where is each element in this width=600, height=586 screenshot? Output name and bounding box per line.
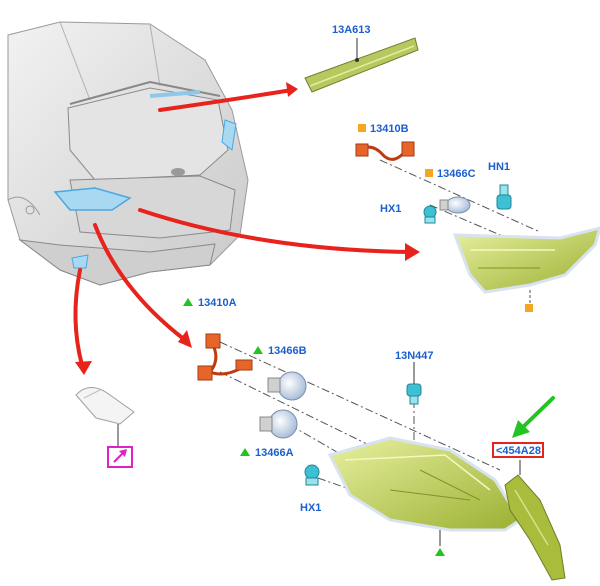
green-arrow-icon: [512, 396, 555, 438]
label-inner-socket-right: HN1: [488, 161, 510, 173]
orange-square-icon: [358, 124, 366, 132]
label-outer-socket-bottom: HX1: [300, 502, 321, 514]
socket-13n447[interactable]: [406, 383, 422, 405]
outer-lamp-group: [197, 333, 566, 581]
arrowhead-inner-lamp: [405, 243, 420, 261]
label-trim-panel: <454A28: [496, 445, 541, 457]
green-triangle-icon: [240, 448, 250, 456]
bulb-13466c[interactable]: [439, 196, 471, 214]
socket-hx1-inner[interactable]: [423, 205, 437, 224]
green-triangle-icon: [253, 346, 263, 354]
harness-13410a[interactable]: [197, 333, 253, 381]
green-triangle-icon: [183, 298, 193, 306]
inner-tail-lamp[interactable]: [452, 226, 600, 294]
label-outer-harness: 13410A: [198, 297, 237, 309]
label-outer-bulb-upper: 13466B: [268, 345, 307, 357]
orange-square-icon: [425, 169, 433, 177]
arrow-to-high-mount-lamp: [158, 88, 294, 112]
label-outer-socket-top: 13N447: [395, 350, 434, 362]
trim-panel-454a28[interactable]: [504, 460, 566, 581]
highlight-box: [492, 442, 544, 458]
orange-square-icon: [525, 304, 533, 312]
green-triangle-icon: [435, 548, 445, 556]
label-high-mount-lamp: 13A613: [332, 24, 371, 36]
label-inner-bulb: 13466C: [437, 168, 476, 180]
arrowhead-outer-lamp: [178, 330, 192, 348]
label-inner-socket-left: HX1: [380, 203, 401, 215]
arrow-to-reflector: [73, 268, 84, 367]
car-rear-view: [7, 21, 249, 286]
rear-reflector[interactable]: [75, 387, 135, 447]
high-mount-brake-lamp[interactable]: [304, 37, 419, 93]
label-outer-bulb-lower: 13466A: [255, 447, 294, 459]
arrow-to-inner-lamp: [138, 208, 412, 254]
outer-tail-lamp[interactable]: [327, 436, 523, 532]
callout-arrows: [73, 88, 412, 367]
arrow-to-outer-lamp: [93, 223, 187, 342]
arrowhead-high-mount: [286, 82, 298, 97]
socket-hn1[interactable]: [496, 184, 512, 210]
label-inner-harness: 13410B: [370, 123, 409, 135]
magenta-arrow-box-icon: [107, 446, 133, 468]
bulb-13466b[interactable]: [267, 371, 307, 401]
bulb-13466a[interactable]: [259, 409, 298, 439]
arrowhead-reflector: [75, 361, 92, 375]
socket-hx1-outer[interactable]: [304, 464, 320, 486]
inner-lamp-group: [355, 141, 600, 305]
